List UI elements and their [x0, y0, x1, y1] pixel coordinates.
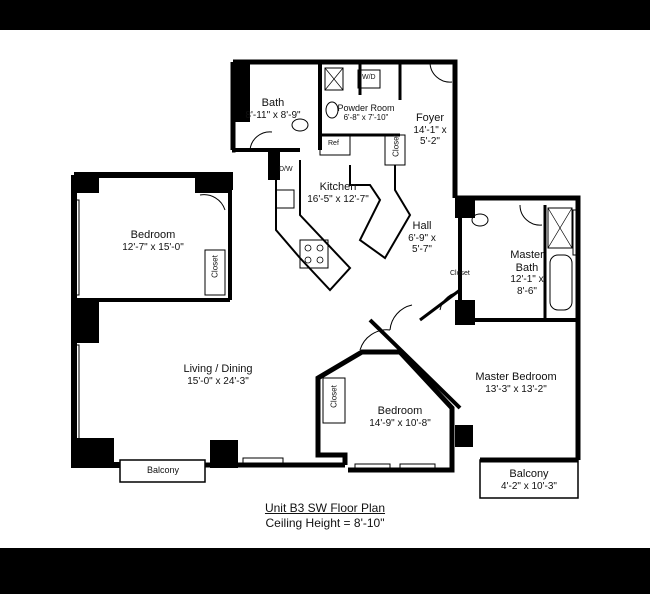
door-swing: [249, 131, 273, 151]
window: [242, 457, 284, 465]
wall-mass: [74, 175, 99, 193]
room-living: Living / Dining 15'-0" x 24'-3": [170, 363, 266, 387]
room-master-bedroom: Master Bedroom 13'-3" x 13'-2": [470, 371, 562, 395]
room-bedroom-west: Bedroom 12'-7" x 15'-0": [108, 229, 198, 253]
outer-wall: [455, 195, 581, 460]
master-shower: [547, 207, 573, 249]
window: [354, 463, 391, 470]
sink: [275, 189, 295, 209]
shower-fixture: [324, 67, 344, 91]
room-dims: 15'-0" x 24'-3": [187, 375, 249, 387]
outer-wall: [233, 59, 458, 198]
cooktop: [299, 239, 329, 269]
room-name: Bath: [261, 97, 285, 109]
burner: [316, 244, 324, 252]
room-dims: 13'-3" x 13'-2": [485, 383, 547, 395]
window: [572, 209, 578, 256]
bathtub: [549, 254, 573, 311]
wall-mass: [74, 438, 114, 468]
wall-mass: [455, 300, 475, 325]
door-swing: [429, 61, 453, 83]
door-swing: [359, 329, 391, 351]
burner: [316, 256, 324, 264]
room-name: Balcony: [146, 465, 180, 475]
room-dims: 14'-1" x 5'-2": [413, 124, 447, 148]
room-name: Bedroom: [130, 229, 176, 241]
wall-mass: [455, 425, 473, 447]
closet-label-bedroom: Closet: [210, 255, 220, 278]
room-name: Living / Dining: [183, 363, 253, 375]
window: [399, 463, 436, 470]
bedroom-closet: [204, 249, 226, 296]
bedroom-south-closet: [322, 377, 346, 424]
refrigerator: [319, 134, 351, 156]
closet-label-hall: Closet: [450, 270, 470, 277]
closet-wall: [419, 288, 461, 322]
bedroom-diag-wall: [368, 318, 462, 410]
room-master-bath: Master Bath 12'-1" x 8'-6": [505, 249, 549, 297]
closet-label-bedroom-south: Closet: [329, 385, 339, 408]
room-dims: 8'-11" x 8'-9": [245, 109, 301, 121]
burner: [304, 256, 312, 264]
room-dims: 12'-1" x 8'-6": [510, 274, 544, 297]
window: [74, 199, 80, 296]
master-shower: [547, 207, 573, 249]
shower-fixture: [324, 67, 344, 91]
wall-mass: [232, 62, 250, 122]
wall-mass: [210, 440, 238, 468]
door-swing: [199, 194, 226, 211]
closet-label-foyer: Closet: [391, 134, 401, 157]
door-swing: [389, 304, 413, 331]
room-powder: Powder Room 6'-8" x 7'-10": [333, 103, 399, 123]
ceiling-height: Ceiling Height = 8'-10": [265, 516, 385, 530]
room-dims: 14'-9" x 10'-8": [369, 417, 431, 429]
top-band: [0, 0, 650, 30]
room-foyer: Foyer 14'-1" x 5'-2": [405, 112, 455, 148]
plan-title: Unit B3 SW Floor Plan: [264, 501, 386, 515]
dishwasher-label: D/W: [279, 166, 293, 173]
toilet: [471, 213, 489, 227]
toilet: [325, 101, 339, 119]
room-bedroom-south: Bedroom 14'-9" x 10'-8": [362, 405, 438, 429]
room-name: Bedroom: [377, 405, 423, 417]
room-hall: Hall 6'-9" x 5'-7": [400, 220, 444, 256]
room-bath: Bath 8'-11" x 8'-9": [243, 97, 303, 121]
room-balcony-living: Balcony: [123, 465, 203, 475]
bottom-band: [0, 548, 650, 594]
balcony-master: [479, 459, 579, 499]
door-swing: [519, 204, 543, 226]
washer-dryer-label: W/D: [362, 74, 376, 81]
room-dims: 12'-7" x 15'-0": [122, 241, 184, 253]
kitchen-counter: [275, 160, 352, 292]
wall-mass: [455, 198, 475, 218]
room-name: Balcony: [509, 468, 549, 480]
room-name: Master Bedroom: [475, 371, 557, 383]
foyer-closet: [384, 134, 406, 166]
room-dims: 6'-9" x 5'-7": [408, 232, 436, 256]
room-dims: 6'-8" x 7'-10": [343, 113, 389, 123]
burner: [304, 244, 312, 252]
room-name: Foyer: [415, 112, 445, 124]
door-swing: [439, 291, 463, 311]
wall-mass: [195, 175, 230, 193]
balcony-living: [119, 459, 206, 483]
room-name: Powder Room: [337, 103, 395, 113]
wall-mass: [268, 150, 280, 180]
room-dims: 16'-5" x 12'-7": [307, 193, 369, 205]
room-name: Kitchen: [319, 181, 357, 193]
room-name: Master Bath: [510, 249, 544, 274]
toilet: [291, 118, 309, 132]
refrigerator-label: Ref: [328, 140, 339, 147]
wall-mass: [74, 298, 99, 343]
room-name: Hall: [412, 220, 432, 232]
room-dims: 4'-2" x 10'-3": [501, 480, 557, 492]
room-balcony-master: Balcony 4'-2" x 10'-3": [482, 468, 576, 492]
outer-wall: [315, 349, 455, 473]
room-kitchen: Kitchen 16'-5" x 12'-7": [300, 181, 376, 205]
washer-dryer: [357, 69, 381, 89]
kitchen-counter: [349, 165, 412, 260]
